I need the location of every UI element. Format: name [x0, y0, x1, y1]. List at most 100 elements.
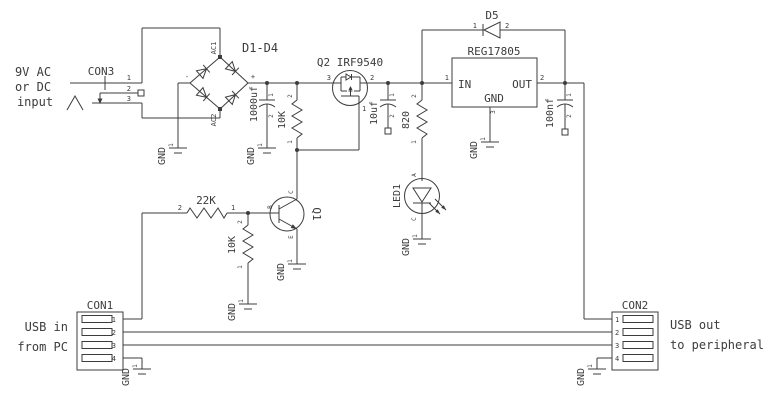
reg-pin1-number: 1 — [445, 74, 449, 82]
con2-usb-connector: CON2 1 2 3 4 USB out to peripheral — [611, 299, 764, 371]
resistor-r3-22k: 22K 2 1 — [178, 194, 235, 219]
capacitor-c3-100nf: 100nf 1 2 — [545, 93, 574, 136]
q1-emitter-pin: E — [288, 235, 295, 239]
transistor-q1: Q1 B C E — [267, 190, 323, 239]
svg-text:1: 1 — [168, 143, 175, 147]
r4-value: 10K — [227, 236, 238, 254]
c3-pin2-terminal — [561, 128, 569, 136]
svg-text:GND: GND — [121, 368, 132, 386]
con1-pin3-number: 3 — [112, 342, 116, 350]
con1-caption-line1: USB in — [25, 320, 68, 334]
c2-pin2-terminal — [384, 127, 392, 135]
svg-text:GND: GND — [576, 368, 587, 386]
con3-pin1-number: 1 — [127, 74, 131, 82]
q2-pin1-number: 1 — [362, 105, 366, 113]
d5-pin2-number: 2 — [505, 22, 509, 30]
con3-pin3-number: 3 — [127, 95, 131, 103]
resistor-r1-10k: 10K 2 1 — [277, 94, 303, 144]
con3-pin2-number: 2 — [127, 85, 131, 93]
q1-label: Q1 — [310, 207, 323, 220]
c3-pin2-number: 2 — [566, 114, 573, 118]
r1-pin1-number: 1 — [287, 140, 294, 144]
con1-caption-line2: from PC — [17, 340, 68, 354]
r3-pin2-number: 2 — [178, 204, 182, 212]
q1-base-pin: B — [267, 205, 274, 209]
r2-value: 820 — [401, 111, 412, 129]
q2-pin3-number: 3 — [327, 74, 331, 82]
q1-collector-pin: C — [288, 190, 295, 194]
con2-label: CON2 — [622, 299, 649, 312]
con1-pin1-number: 1 — [112, 316, 116, 324]
con1-pin4-number: 4 — [112, 355, 116, 363]
svg-text:1: 1 — [480, 137, 487, 141]
con2-pin3-number: 3 — [615, 342, 619, 350]
bridge-ac1-label: AC1 — [210, 42, 218, 55]
con3-power-jack: CON3 1 2 3 — [66, 65, 145, 111]
bridge-diode-bottom-left — [195, 86, 211, 102]
con2-caption-line2: to peripheral — [670, 338, 764, 352]
r4-pin2-number: 2 — [237, 220, 244, 224]
power-input-caption: 9V AC or DC input — [15, 65, 53, 109]
bridge-diode-top-left — [195, 64, 211, 80]
input-caption-line2: or DC — [15, 80, 51, 94]
con2-pin4-number: 4 — [615, 355, 619, 363]
con2-pin1-number: 1 — [615, 316, 619, 324]
con3-label: CON3 — [88, 65, 115, 78]
svg-text:1: 1 — [587, 364, 594, 368]
gnd-q1-emitter: GND 1 — [276, 259, 306, 281]
svg-text:GND: GND — [246, 147, 257, 165]
r4-pin1-number: 1 — [237, 265, 244, 269]
gnd-symbols: GND 1 GND 1 GND 1 GND 1 GND 1 GND 1 — [121, 137, 606, 386]
q2-label: Q2 IRF9540 — [317, 56, 383, 69]
c1-value: 1000uf — [249, 86, 260, 122]
c1-pin1-number: 1 — [268, 93, 275, 97]
c3-value: 100nf — [545, 98, 556, 128]
gnd-led: GND 1 — [401, 234, 431, 256]
reg-gnd-pin-label: GND — [484, 92, 504, 105]
bridge-plus-label: + — [251, 73, 255, 81]
r1-pin2-number: 2 — [287, 94, 294, 98]
jack-switch-arrow — [97, 98, 103, 104]
q2-pin2-number: 2 — [370, 74, 374, 82]
con2-caption-line1: USB out — [670, 318, 721, 332]
svg-text:GND: GND — [469, 141, 480, 159]
svg-text:1: 1 — [132, 364, 139, 368]
junction-dots — [246, 81, 567, 215]
c3-pin1-number: 1 — [566, 93, 573, 97]
c2-pin1-number: 1 — [389, 93, 396, 97]
r2-pin2-number: 2 — [411, 94, 418, 98]
svg-text:GND: GND — [227, 303, 238, 321]
capacitor-c1-1000uf: 1000uf 1 2 — [249, 86, 276, 122]
bridge-name-label: D1-D4 — [242, 41, 278, 55]
c2-pin2-number: 2 — [389, 114, 396, 118]
gnd-r4: GND 1 — [227, 299, 257, 321]
reg-pin2-number: 2 — [540, 74, 544, 82]
gnd-con1: GND 1 — [121, 364, 151, 386]
gnd-con2: GND 1 — [576, 364, 606, 386]
led1: LED1 A C — [392, 173, 447, 221]
con1-label: CON1 — [87, 299, 114, 312]
bridge-rectifier-d1-d4: - + AC1 AC2 D1-D4 — [185, 41, 278, 126]
c2-value: 10uf — [369, 101, 380, 125]
con2-pin2-number: 2 — [615, 329, 619, 337]
c1-pin2-number: 2 — [268, 114, 275, 118]
r2-pin1-number: 1 — [411, 140, 418, 144]
con1-usb-connector: CON1 1 2 3 4 USB in from PC — [17, 299, 124, 371]
bridge-ac2-label: AC2 — [210, 114, 218, 127]
gnd-regulator: GND 1 — [469, 137, 499, 159]
d5-pin1-number: 1 — [473, 22, 477, 30]
reg-in-pin-label: IN — [458, 78, 471, 91]
svg-text:1: 1 — [412, 234, 419, 238]
gnd-bridge-minus: GND 1 — [157, 143, 187, 165]
svg-text:GND: GND — [157, 147, 168, 165]
gnd-c1: GND 1 — [246, 143, 276, 165]
resistor-r4-10k: 10K 2 1 — [227, 220, 254, 269]
svg-text:GND: GND — [276, 263, 287, 281]
svg-text:1: 1 — [238, 299, 245, 303]
svg-text:GND: GND — [401, 238, 412, 256]
r1-value: 10K — [277, 111, 288, 129]
bridge-diode-bottom-right — [224, 90, 240, 106]
led1-anode-pin: A — [411, 173, 418, 177]
